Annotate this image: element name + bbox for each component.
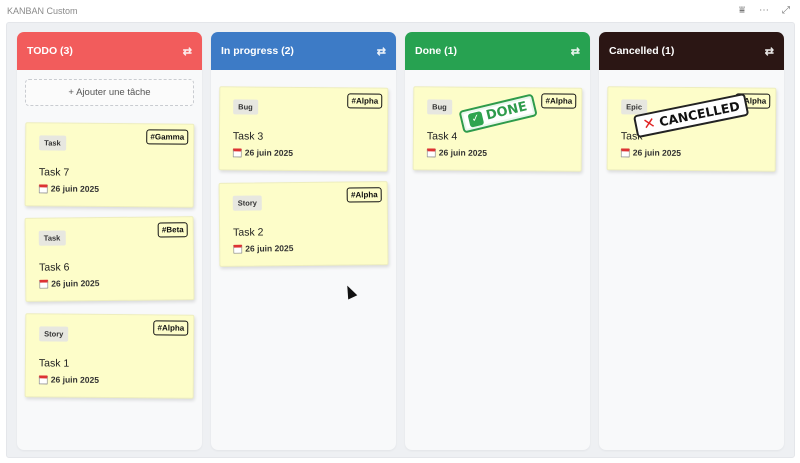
task-card[interactable]: Bug #Alpha Task 4 26 juin 2025 ✓ DONE <box>412 86 583 172</box>
tag-badge: #Gamma <box>146 129 189 145</box>
column-done: Done (1) ⇄ Bug #Alpha Task 4 26 juin 202… <box>405 32 590 450</box>
cancelled-stamp: ✕ CANCELLED <box>632 92 750 139</box>
type-badge: Story <box>232 195 263 211</box>
calendar-icon <box>620 147 630 157</box>
card-title: Task 3 <box>232 130 264 143</box>
task-card[interactable]: Epic #Alpha Task 26 juin 2025 ✕ CANCELLE… <box>606 86 777 172</box>
task-card[interactable]: Task #Beta Task 6 26 juin 2025 <box>24 216 195 302</box>
top-bar: KANBAN Custom ⩸ ⋯ ⤢ <box>0 0 800 22</box>
card-date: 26 juin 2025 <box>233 243 294 254</box>
type-badge: Epic <box>621 99 648 115</box>
more-icon[interactable]: ⋯ <box>759 5 769 16</box>
stamp-label: CANCELLED <box>657 98 742 130</box>
due-date: 26 juin 2025 <box>51 278 100 289</box>
card-title: Task 4 <box>426 130 458 143</box>
tag-badge: #Alpha <box>541 93 577 109</box>
column-options-icon[interactable]: ⇄ <box>182 45 192 58</box>
expand-icon[interactable]: ⤢ <box>782 5 790 16</box>
tag-badge: #Alpha <box>346 187 382 203</box>
column-header-done: Done (1) ⇄ <box>405 32 590 70</box>
card-date: 26 juin 2025 <box>38 374 100 385</box>
card-date: 26 juin 2025 <box>38 183 100 194</box>
card-title: Task 6 <box>39 261 70 274</box>
due-date: 26 juin 2025 <box>244 147 294 158</box>
calendar-icon <box>233 244 243 254</box>
calendar-icon <box>38 374 48 384</box>
due-date: 26 juin 2025 <box>50 374 100 385</box>
task-card[interactable]: Story #Alpha Task 2 26 juin 2025 <box>218 181 389 267</box>
type-badge: Task <box>38 230 66 246</box>
column-title: TODO (3) <box>27 45 73 57</box>
app-title: KANBAN Custom <box>7 6 78 16</box>
task-card[interactable]: Bug #Alpha Task 3 26 juin 2025 <box>218 86 389 172</box>
due-date: 26 juin 2025 <box>50 183 100 194</box>
column-options-icon[interactable]: ⇄ <box>764 45 774 58</box>
column-header-in-progress: In progress (2) ⇄ <box>211 32 396 70</box>
column-options-icon[interactable]: ⇄ <box>376 45 386 58</box>
calendar-icon <box>38 183 48 193</box>
top-toolbar: ⩸ ⋯ ⤢ <box>736 5 792 17</box>
due-date: 26 juin 2025 <box>632 147 682 158</box>
filter-icon[interactable]: ⩸ <box>738 5 746 16</box>
calendar-icon <box>39 279 49 289</box>
stamp-label: DONE <box>484 99 529 124</box>
column-in-progress: In progress (2) ⇄ Bug #Alpha Task 3 26 j… <box>211 32 396 450</box>
tag-badge: #Alpha <box>153 320 189 336</box>
card-date: 26 juin 2025 <box>426 147 488 158</box>
column-header-cancelled: Cancelled (1) ⇄ <box>599 32 784 70</box>
type-badge: Task <box>39 135 66 151</box>
card-title: Task 7 <box>38 166 70 179</box>
check-icon: ✓ <box>467 110 485 128</box>
column-cancelled: Cancelled (1) ⇄ Epic #Alpha Task 26 juin… <box>599 32 784 450</box>
card-date: 26 juin 2025 <box>39 278 100 289</box>
task-card[interactable]: Task #Gamma Task 7 26 juin 2025 <box>24 122 195 208</box>
due-date: 26 juin 2025 <box>438 147 488 158</box>
done-stamp: ✓ DONE <box>458 93 538 134</box>
column-todo: TODO (3) ⇄ + Ajouter une tâche Task #Gam… <box>17 32 202 450</box>
cross-icon: ✕ <box>641 113 658 134</box>
card-title: Task 2 <box>233 226 264 239</box>
column-header-todo: TODO (3) ⇄ <box>17 32 202 70</box>
column-title: Done (1) <box>415 45 457 57</box>
card-date: 26 juin 2025 <box>232 147 294 158</box>
task-card[interactable]: Story #Alpha Task 1 26 juin 2025 <box>24 313 195 399</box>
tag-badge: #Alpha <box>347 93 383 109</box>
kanban-board: TODO (3) ⇄ + Ajouter une tâche Task #Gam… <box>6 22 795 458</box>
type-badge: Bug <box>233 99 258 115</box>
tag-badge: #Beta <box>157 222 188 238</box>
column-options-icon[interactable]: ⇄ <box>570 45 580 58</box>
calendar-icon <box>426 147 436 157</box>
card-title: Task 1 <box>38 357 70 370</box>
add-task-button[interactable]: + Ajouter une tâche <box>25 79 194 106</box>
type-badge: Bug <box>427 99 452 115</box>
type-badge: Story <box>39 326 69 342</box>
card-date: 26 juin 2025 <box>620 147 682 158</box>
column-title: Cancelled (1) <box>609 45 675 57</box>
column-title: In progress (2) <box>221 45 294 57</box>
calendar-icon <box>232 147 242 157</box>
due-date: 26 juin 2025 <box>245 243 294 254</box>
